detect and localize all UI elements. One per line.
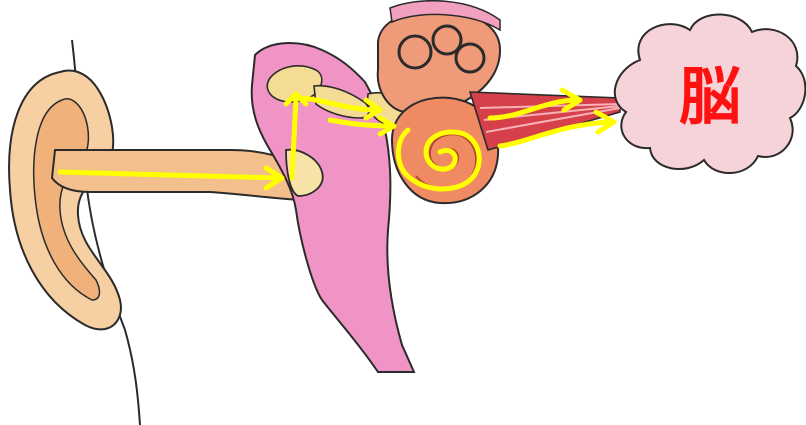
brain-label: 脳 bbox=[679, 60, 741, 133]
